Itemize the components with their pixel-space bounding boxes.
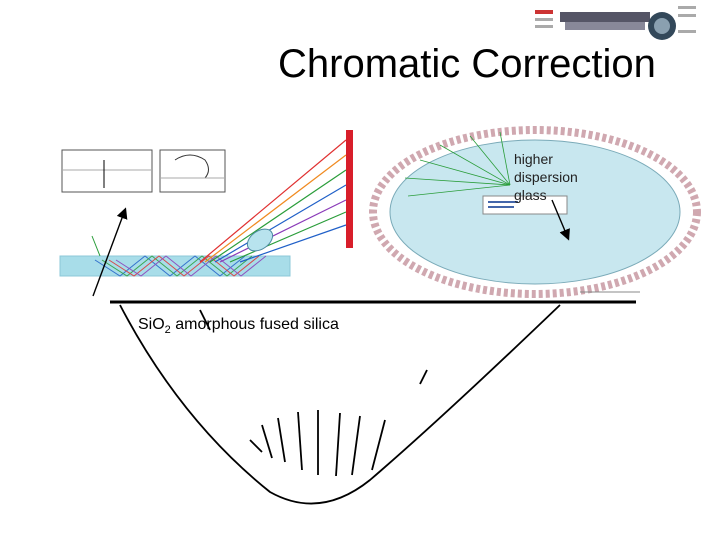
- glass-label: higher dispersion glass: [514, 150, 604, 204]
- lens: [246, 228, 274, 252]
- glass-label-line2: dispersion: [514, 169, 578, 185]
- glass-label-line3: glass: [514, 187, 547, 203]
- spectrum-plots: [61, 149, 226, 193]
- glass-label-line1: higher: [514, 151, 553, 167]
- dispersed-rays: [199, 139, 347, 263]
- silica-label-subscript: 2: [164, 324, 171, 337]
- incident-arrow: [92, 207, 128, 297]
- internal-rays: [94, 255, 267, 277]
- dispersion-curve: [119, 304, 561, 505]
- detector-vessel: [369, 126, 701, 298]
- page-title: Chromatic Correction: [278, 42, 656, 86]
- glass-pointer-arrow: [551, 199, 570, 241]
- detector-thumbnail: [530, 4, 700, 52]
- mirror: [346, 130, 353, 248]
- silica-label: SiO2 amorphous fused silica: [138, 316, 339, 336]
- silica-label-suffix: amorphous fused silica: [170, 316, 339, 333]
- silica-label-prefix: SiO: [138, 316, 165, 333]
